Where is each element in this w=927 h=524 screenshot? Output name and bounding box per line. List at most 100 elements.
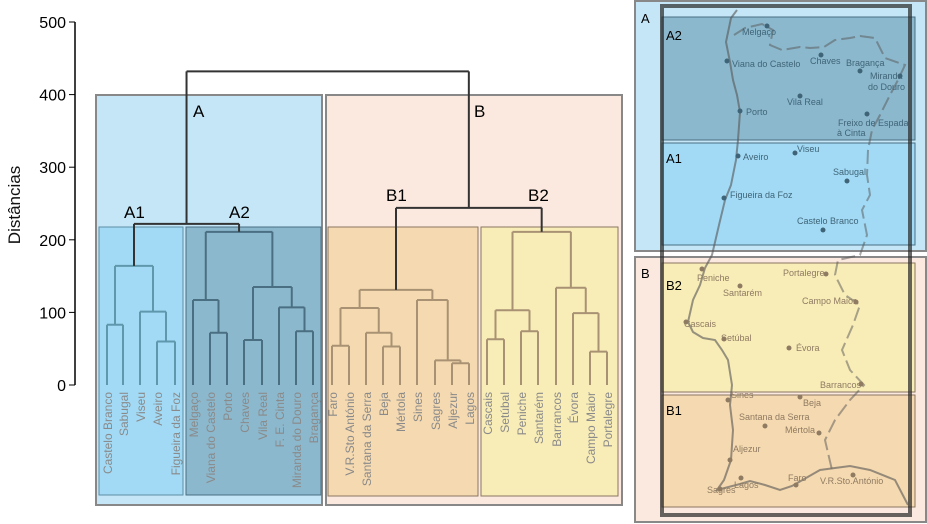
city-marker: [864, 111, 870, 117]
city-marker: [764, 23, 770, 29]
city-marker: [762, 423, 768, 429]
map-label-a1: A1: [666, 151, 682, 166]
city-marker: [816, 430, 822, 436]
city-label: Mértola: [785, 425, 815, 435]
city-marker: [725, 397, 731, 403]
city-marker: [793, 482, 799, 488]
city-label: Évora: [796, 343, 820, 353]
leaf-label: Faro: [326, 392, 340, 417]
leaf-label: Sagres: [429, 392, 443, 430]
leaf-label: Bragança: [307, 392, 321, 444]
map-label-b: B: [641, 266, 650, 281]
leaf-label: Sabugal: [117, 392, 131, 436]
map-label-b1: B1: [666, 403, 682, 418]
leaf-label: Santarém: [532, 392, 546, 444]
label-a1: A1: [124, 203, 145, 222]
leaf-label: V.R.Sto António: [343, 392, 357, 476]
city-marker: [737, 108, 743, 114]
city-label: Sagres: [707, 485, 736, 495]
city-label: Miranda: [870, 71, 903, 81]
y-tick-label: 0: [57, 378, 66, 395]
city-label: Peniche: [697, 273, 730, 283]
city-label: Cascais: [684, 319, 717, 329]
leaf-label: Castelo Branco: [101, 392, 115, 474]
city-marker: [823, 271, 829, 277]
city-label: Portalegre: [783, 268, 825, 278]
cluster-box-b1: [327, 226, 479, 497]
city-label: Figueira da Foz: [730, 190, 793, 200]
leaf-label: Viana do Castelo: [204, 392, 218, 484]
city-marker: [737, 283, 743, 289]
city-label: Freixo de Espada: [838, 118, 909, 128]
city-label: V.R.Sto.António: [820, 476, 883, 486]
y-axis-label: Distâncias: [5, 166, 24, 244]
leaf-label: Melgaço: [187, 392, 201, 438]
city-marker: [738, 475, 744, 481]
map-label-b2: B2: [666, 278, 682, 293]
city-label: Sines: [731, 390, 754, 400]
city-marker: [797, 93, 803, 99]
y-tick-label: 100: [39, 305, 66, 322]
city-marker: [683, 319, 689, 325]
city-marker: [721, 336, 727, 342]
map-region-b1: [661, 394, 916, 508]
leaf-label: Barrancos: [550, 392, 564, 447]
label-b: B: [474, 102, 485, 121]
leaf-label: Lagos: [463, 392, 477, 425]
city-marker: [717, 486, 723, 492]
city-label: Lagos: [734, 480, 759, 490]
y-tick-label: 200: [39, 233, 66, 250]
city-label: Castelo Branco: [797, 216, 859, 226]
dendrogram-links: [106, 70, 608, 385]
leaf-label: Aljezur: [446, 392, 460, 429]
city-label: Porto: [746, 107, 768, 117]
city-label: Beja: [803, 398, 821, 408]
city-marker: [858, 381, 864, 387]
city-marker: [897, 73, 903, 79]
leaf-label: Vila Real: [256, 392, 270, 440]
city-marker: [727, 457, 733, 463]
label-b1: B1: [386, 186, 407, 205]
city-label: Barrancos: [820, 380, 862, 390]
map-region-b2: [661, 262, 916, 393]
leaf-label: Setúbal: [498, 392, 512, 433]
city-label: Campo Maior: [802, 296, 856, 306]
city-marker: [820, 227, 826, 233]
city-label: Faro: [788, 473, 807, 483]
map-label-a2: A2: [666, 28, 682, 43]
city-marker: [857, 68, 863, 74]
leaf-label: Évora: [566, 392, 581, 424]
label-a2: A2: [229, 203, 250, 222]
leaf-label: Beja: [377, 392, 391, 416]
city-marker: [853, 299, 859, 305]
city-marker: [699, 266, 705, 272]
map-region-a1: [661, 142, 916, 246]
border-line: [733, 22, 907, 471]
leaf-label: Sines: [411, 392, 425, 422]
city-marker: [792, 150, 798, 156]
city-label: à Cinta: [837, 128, 866, 138]
city-label: Aveiro: [743, 152, 768, 162]
leaf-label: Campo Maior: [584, 392, 598, 464]
coastline: [686, 9, 909, 506]
city-label: Aljezur: [733, 444, 761, 454]
leaf-label: Portalegre: [601, 392, 615, 448]
map-frame: [660, 4, 912, 517]
leaf-label: Figueira da Foz: [169, 392, 183, 475]
city-label: Chaves: [810, 56, 841, 66]
map-label-a: A: [641, 11, 650, 26]
leaf-label: F. E. Cinta: [273, 392, 287, 448]
leaf-label: Mértola: [394, 392, 408, 432]
city-marker: [844, 178, 850, 184]
city-label: Vila Real: [787, 97, 823, 107]
leaf-label: Cascais: [481, 392, 495, 435]
cluster-box-a2: [185, 226, 322, 496]
leaf-label: Miranda do Douro: [290, 392, 304, 488]
city-label: Viseu: [797, 144, 819, 154]
city-label: Santarém: [723, 288, 762, 298]
city-label: Melgaço: [742, 27, 776, 37]
leaf-label: Chaves: [238, 392, 252, 433]
city-marker: [850, 472, 856, 478]
